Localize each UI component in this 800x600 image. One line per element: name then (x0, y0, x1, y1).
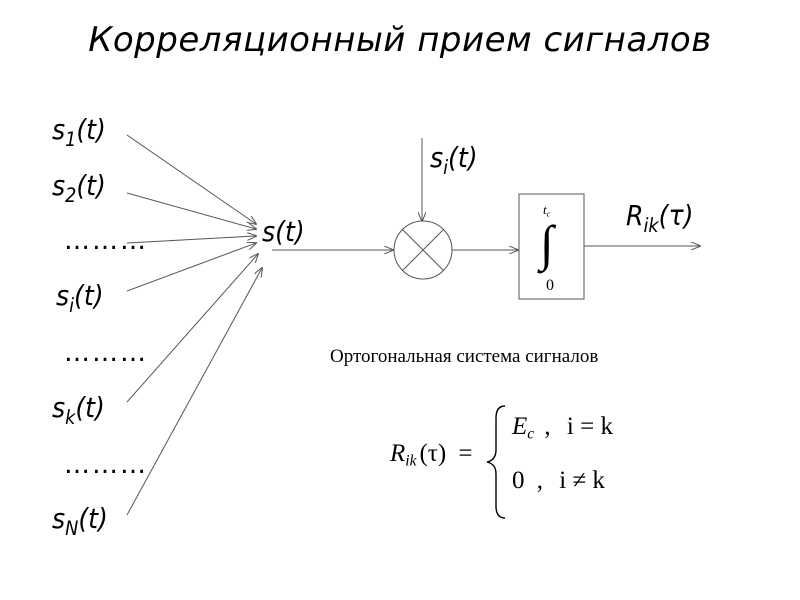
input-arrow-2 (126, 192, 256, 229)
input-signal-2: s2(t) (52, 169, 106, 207)
slide-title: Корреляционный прием сигналов (88, 20, 712, 60)
formula-lhs: Rik(τ) = (390, 440, 473, 470)
input-arrow-1 (126, 134, 256, 224)
output-signal-label: Rik(τ) (626, 199, 694, 237)
formula-case-2: 0 , i ≠ k (512, 467, 605, 494)
ellipsis-3: ……… (64, 450, 148, 480)
reference-signal-label: si(t) (430, 141, 478, 179)
integrator-lower-limit: 0 (546, 277, 554, 294)
input-arrow-5 (126, 254, 258, 403)
input-arrow-6 (126, 268, 262, 516)
input-signal-n: sN(t) (52, 502, 108, 540)
sum-signal-label: s(t) (262, 215, 305, 248)
orthogonal-system-caption: Ортогональная система сигналов (330, 346, 599, 367)
ellipsis-2: ……… (64, 338, 148, 368)
input-signal-k: sk(t) (52, 391, 105, 429)
input-signal-1: s1(t) (52, 113, 106, 151)
input-arrow-3 (126, 236, 256, 244)
integral-sign-icon: ∫ (540, 215, 554, 271)
input-signal-i: si(t) (56, 279, 104, 317)
integrator-upper-limit: tc (543, 202, 551, 219)
ellipsis-1: ……… (64, 226, 148, 256)
integrator-block (518, 193, 585, 300)
formula-case-1: Ec , i = k (512, 413, 613, 443)
input-arrow-4 (126, 243, 256, 292)
